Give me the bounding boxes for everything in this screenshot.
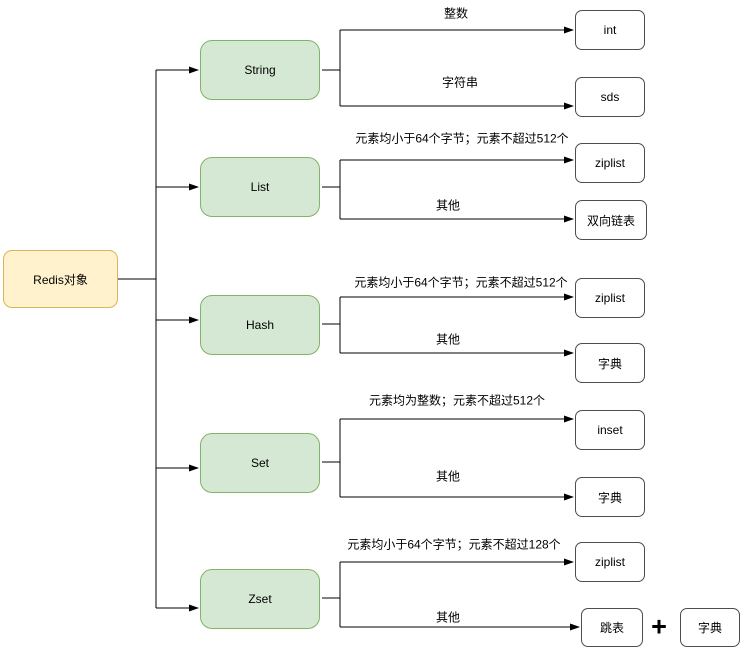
plus-sign: + (651, 611, 667, 642)
node-type-list: List (200, 157, 320, 217)
node-type-hash: Hash (200, 295, 320, 355)
node-encoding-inset: inset (575, 410, 645, 450)
node-encoding-int: int (575, 10, 645, 50)
edge-label-string-sds: 字符串 (440, 73, 480, 91)
edge-label-hash-ziplist: 元素均小于64个字节；元素不超过512个 (353, 273, 569, 291)
node-encoding-linkedlist: 双向链表 (575, 200, 647, 240)
node-encoding-ziplist-hash: ziplist (575, 278, 645, 318)
node-encoding-sds: sds (575, 77, 645, 117)
node-encoding-ziplist-zset: ziplist (575, 542, 645, 582)
node-type-zset: Zset (200, 569, 320, 629)
edge-label-set-inset: 元素均为整数；元素不超过512个 (367, 391, 547, 409)
edge-label-set-other: 其他 (434, 467, 462, 485)
node-encoding-dict-zset: 字典 (680, 608, 740, 647)
edge-label-list-ziplist: 元素均小于64个字节；元素不超过512个 (354, 129, 570, 147)
node-encoding-skiplist: 跳表 (581, 608, 643, 647)
edge-label-string-int: 整数 (442, 4, 470, 22)
node-encoding-dict-hash: 字典 (575, 343, 645, 383)
node-encoding-dict-set: 字典 (575, 477, 645, 517)
edge-label-zset-ziplist: 元素均小于64个字节；元素不超过128个 (346, 535, 562, 553)
edge-label-hash-other: 其他 (434, 330, 462, 348)
node-redis-object: Redis对象 (3, 250, 118, 308)
edge-label-zset-other: 其他 (434, 608, 462, 626)
edge-label-list-other: 其他 (434, 196, 462, 214)
node-encoding-ziplist-list: ziplist (575, 143, 645, 183)
node-type-set: Set (200, 433, 320, 493)
node-type-string: String (200, 40, 320, 100)
